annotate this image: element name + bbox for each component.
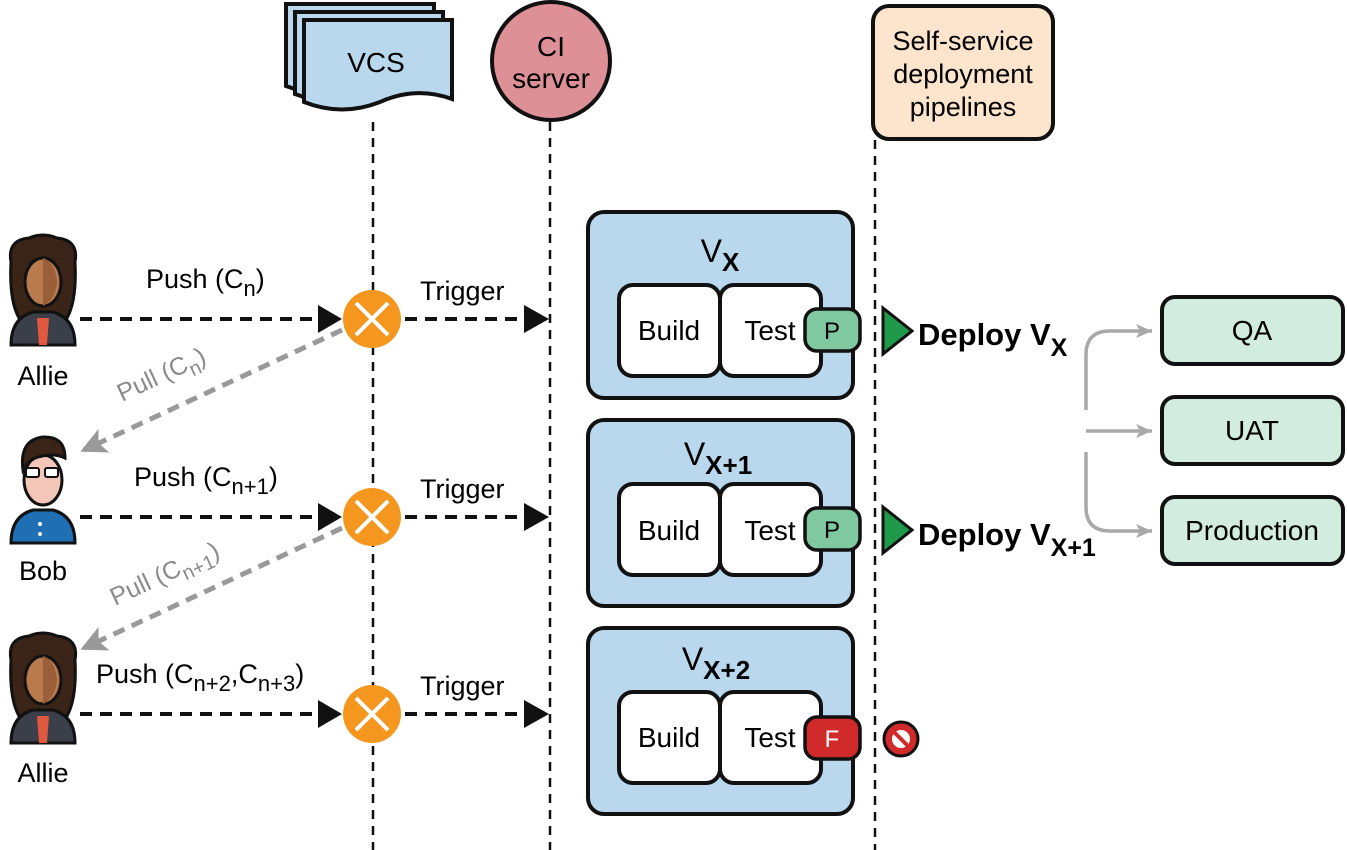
push-row-2: Push (Cn+1) Trigger (80, 462, 549, 531)
pull-row-1: Pull (Cn) (80, 327, 344, 453)
trigger-label: Trigger (420, 474, 505, 504)
env-label: UAT (1225, 415, 1279, 446)
actor-label-allie-1: Allie (17, 361, 68, 391)
actor-allie: Allie (8, 631, 78, 788)
vcs-lane-header: VCS (284, 2, 454, 112)
version-label: VX (701, 233, 740, 277)
result-badge-pass (803, 307, 862, 353)
push-row-3: Push (Cn+2,Cn+3) Trigger (80, 659, 549, 728)
ci-server-lane-header: CI server (490, 0, 612, 122)
pull-label: Pull (Cn+1) (106, 536, 227, 616)
build-box-vx: VX Build Test P (586, 210, 862, 400)
deploy-vx1: Deploy VX+1 (881, 503, 1096, 562)
env-label: Production (1185, 515, 1319, 546)
merge-icon (343, 290, 401, 348)
result-label: F (825, 726, 840, 753)
pull-label: Pull (Cn) (113, 342, 213, 413)
result-label: P (824, 318, 840, 345)
test-step-label: Test (744, 722, 796, 753)
build-box-vx2: VX+2 Build Test F (586, 626, 862, 816)
pipelines-lane-header: Self-service deployment pipelines (871, 4, 1055, 141)
env-qa: QA (1160, 295, 1345, 366)
test-step-label: Test (744, 515, 796, 546)
deploy-label: Deploy VX+1 (918, 517, 1096, 562)
version-label: VX+1 (684, 436, 752, 480)
build-step-label: Build (638, 722, 700, 753)
merge-icon (343, 685, 401, 743)
actor-label-bob: Bob (19, 556, 67, 586)
deploy-label: Deploy VX (918, 317, 1068, 362)
deploy-vx: Deploy VX (881, 304, 1068, 362)
build-box-vx1: VX+1 Build Test P (586, 418, 862, 608)
ci-label-line1: CI (537, 31, 565, 62)
pull-arrow (80, 327, 344, 453)
env-label: QA (1232, 315, 1273, 346)
vcs-label: VCS (347, 47, 405, 78)
push-label: Push (Cn+1) (134, 462, 278, 499)
deploy-arrow-icon (881, 304, 915, 358)
environment-connectors (1084, 324, 1152, 538)
blocked-icon (882, 720, 920, 758)
pull-arrow (80, 525, 344, 651)
deploy-arrow-icon (881, 503, 915, 557)
build-step-label: Build (638, 515, 700, 546)
actor-allie: Allie (8, 233, 78, 391)
env-production: Production (1160, 495, 1345, 566)
pipelines-label-line1: Self-service (892, 26, 1033, 56)
trigger-label: Trigger (420, 276, 505, 306)
version-label: VX+2 (682, 641, 750, 685)
result-label: P (824, 517, 840, 544)
trigger-label: Trigger (420, 671, 505, 701)
pipelines-label-line3: pipelines (910, 92, 1017, 122)
pipelines-label-line2: deployment (893, 59, 1033, 89)
pull-row-2: Pull (Cn+1) (80, 525, 344, 651)
push-label: Push (Cn) (146, 264, 265, 301)
ci-label-line2: server (512, 63, 590, 94)
merge-icon (343, 488, 401, 546)
test-step-label: Test (744, 315, 796, 346)
actor-bob: Bob (9, 435, 77, 586)
push-label: Push (Cn+2,Cn+3) (96, 659, 304, 696)
env-uat: UAT (1160, 395, 1345, 466)
push-row-1: Push (Cn) Trigger (80, 264, 549, 333)
build-step-label: Build (638, 315, 700, 346)
result-badge-pass (803, 506, 862, 552)
result-badge-fail (803, 715, 862, 761)
actor-label-allie-2: Allie (17, 758, 68, 788)
